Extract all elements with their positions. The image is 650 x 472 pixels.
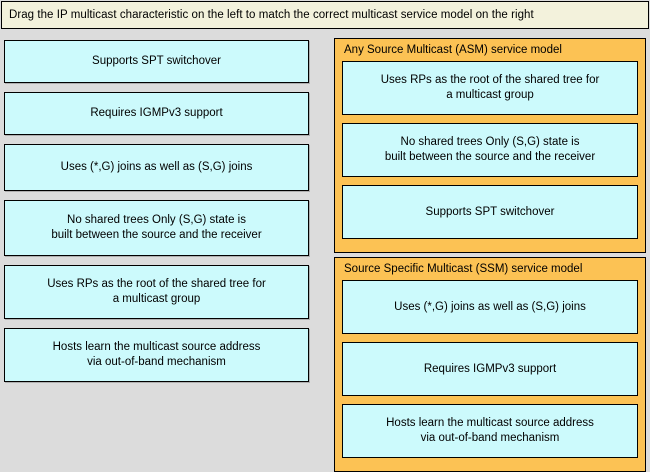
drag-item-line2: built between the source and the receive… [51,229,262,241]
drop-slot[interactable]: Uses RPs as the root of the shared tree … [342,61,638,115]
drag-item-line1: No shared trees Only (S,G) state is [67,214,246,226]
service-model-panel-ssm[interactable]: Source Specific Multicast (SSM) service … [334,257,646,472]
drop-slot-line2: built between the source and the receive… [384,151,596,163]
drop-slot[interactable]: Uses (*,G) joins as well as (S,G) joins [342,280,638,334]
drop-slot-line2: a multicast group [446,89,534,101]
drag-item[interactable]: Supports SPT switchover [4,40,309,83]
drag-item[interactable]: Requires IGMPv3 support [4,92,309,135]
drag-item-line1: Uses RPs as the root of the shared tree … [47,278,266,290]
drag-item-label: Uses RPs as the root of the shared tree … [41,277,272,307]
drop-slot-label: Uses (*,G) joins as well as (S,G) joins [388,300,592,315]
drag-item-label: Uses (*,G) joins as well as (S,G) joins [55,160,259,175]
drop-slot-line1: Hosts learn the multicast source address [386,417,594,429]
service-model-panel-asm[interactable]: Any Source Multicast (ASM) service model… [334,38,646,253]
drop-slot-label: Uses RPs as the root of the shared tree … [375,73,606,103]
drag-item-label: Requires IGMPv3 support [84,106,228,121]
drag-item-line1: Hosts learn the multicast source address [52,341,261,353]
drop-slot-line1: Supports SPT switchover [425,205,555,218]
drag-item-label: No shared trees Only (S,G) state is buil… [45,213,267,243]
drop-slot-line1: Uses RPs as the root of the shared tree … [380,74,600,86]
drop-slot-line2: via out-of-band mechanism [420,432,560,444]
instruction-text: Drag the IP multicast characteristic on … [9,8,534,21]
drag-item[interactable]: No shared trees Only (S,G) state is buil… [4,200,309,256]
drag-item-line1: Requires IGMPv3 support [90,107,223,119]
drag-item[interactable]: Hosts learn the multicast source address… [4,328,309,382]
drag-item-line1: Supports SPT switchover [92,55,221,67]
drag-item-label: Supports SPT switchover [86,54,227,69]
drop-slot-line1: Requires IGMPv3 support [423,362,557,375]
drop-slot-label: No shared trees Only (S,G) state is buil… [379,135,601,165]
panel-title-asm: Any Source Multicast (ASM) service model [344,44,562,56]
drop-slot-line1: No shared trees Only (S,G) state is [400,136,580,148]
drop-slot-label: Requires IGMPv3 support [418,362,562,377]
drop-slot-line1: Uses (*,G) joins as well as (S,G) joins [394,300,586,313]
panel-title-ssm: Source Specific Multicast (SSM) service … [344,263,583,275]
drop-slot-label: Hosts learn the multicast source address… [380,416,600,446]
drag-item-label: Hosts learn the multicast source address… [47,340,267,370]
drag-item-line1: Uses (*,G) joins as well as (S,G) joins [60,161,253,173]
drag-item[interactable]: Uses RPs as the root of the shared tree … [4,265,309,319]
characteristics-column: Supports SPT switchover Requires IGMPv3 … [4,40,309,391]
drag-item-line2: a multicast group [112,293,201,305]
drag-item-line2: via out-of-band mechanism [87,356,226,368]
drop-slot[interactable]: Supports SPT switchover [342,185,638,239]
drop-slot-label: Supports SPT switchover [420,205,561,220]
drop-slot[interactable]: No shared trees Only (S,G) state is buil… [342,123,638,177]
drop-slot[interactable]: Hosts learn the multicast source address… [342,404,638,458]
drag-item[interactable]: Uses (*,G) joins as well as (S,G) joins [4,144,309,191]
drop-slot[interactable]: Requires IGMPv3 support [342,342,638,396]
instruction-bar: Drag the IP multicast characteristic on … [1,1,649,29]
